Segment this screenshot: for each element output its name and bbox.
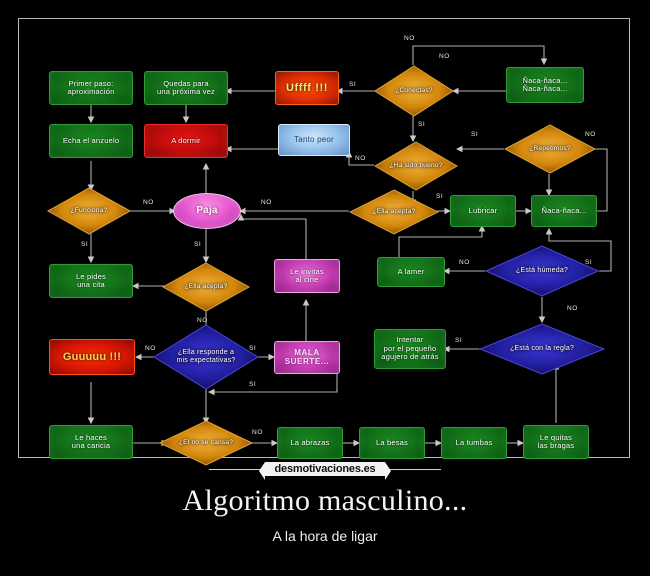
- node-repetimos[interactable]: ¿Repetimos?: [504, 124, 596, 174]
- node-ella-acepta-mid[interactable]: ¿Ella acepta?: [162, 262, 250, 312]
- node-label: ¿Conectas?: [395, 87, 433, 95]
- node-label: ¿El no se cansa?: [178, 439, 234, 447]
- edge-label-paja-no: SI: [194, 241, 202, 248]
- node-conectas[interactable]: ¿Conectas?: [374, 65, 454, 117]
- node-label: La tumbas: [455, 437, 493, 447]
- edge-label-extra-no: NO: [439, 53, 450, 60]
- edge-label-humeda-down-no: NO: [567, 305, 578, 312]
- edge-label-conectas-down-si: SI: [418, 121, 426, 128]
- node-lubricar[interactable]: Lubricar: [450, 195, 516, 227]
- node-label: Uffff !!!: [285, 81, 329, 94]
- node-a-dormir[interactable]: A dormir: [144, 124, 228, 158]
- edge-label-funciona-no: NO: [143, 199, 154, 206]
- node-label: Echa el anzuelo: [62, 135, 120, 145]
- edge-label-ha-sido-bueno-no: NO: [355, 155, 366, 162]
- edge-label-funciona-si: SI: [81, 241, 89, 248]
- node-ella-acepta-top[interactable]: ¿Ella acepta?: [349, 189, 439, 235]
- node-label: ¿Ella acepta?: [372, 208, 416, 216]
- diamond-shape-icon: [479, 323, 605, 375]
- node-label: Primer paso:aproximación: [67, 78, 115, 96]
- node-el-no-se-cansa[interactable]: ¿El no se cansa?: [159, 420, 253, 466]
- node-paja[interactable]: Paja: [173, 193, 241, 229]
- edge-label-humeda-no: NO: [459, 259, 470, 266]
- node-label: Ñaca-ñaca...Ñaca-ñaca...: [522, 75, 568, 93]
- edge-label-expectativas-si: NO: [145, 345, 156, 352]
- page-subtitle: A la hora de ligar: [272, 528, 378, 544]
- node-naca-naca[interactable]: Ñaca-ñaca...: [531, 195, 597, 227]
- watermark-bar: desmotivaciones.es: [0, 458, 650, 480]
- node-primer-paso[interactable]: Primer paso:aproximación: [49, 71, 133, 105]
- node-label: ¿Repetimos?: [529, 145, 571, 153]
- node-label: A lamer: [397, 266, 425, 276]
- edge-label-humeda-si: SI: [585, 259, 593, 266]
- watermark-inner: desmotivaciones.es: [208, 462, 442, 480]
- edge-label-mala-suerte-si: SI: [249, 381, 257, 388]
- node-label: A dormir: [171, 135, 201, 145]
- edge-label-regla-si: SI: [455, 337, 463, 344]
- diamond-shape-icon: [374, 141, 458, 191]
- node-ha-sido-bueno[interactable]: ¿Ha sido bueno?: [374, 141, 458, 191]
- node-echa-anzuelo[interactable]: Echa el anzuelo: [49, 124, 133, 158]
- node-naca-naca-doble[interactable]: Ñaca-ñaca...Ñaca-ñaca...: [506, 67, 584, 103]
- node-label: ¿Ha sido bueno?: [389, 162, 443, 170]
- edge-label-ella-acepta-no: NO: [261, 199, 272, 206]
- node-uffff[interactable]: Uffff !!!: [275, 71, 339, 105]
- node-la-besas[interactable]: La besas: [359, 427, 425, 459]
- page-title: Algoritmo masculino...: [182, 484, 468, 517]
- edge-label-repetimos-si: SI: [471, 131, 479, 138]
- edge-label-ella-acepta-si: SI: [436, 193, 444, 200]
- diamond-shape-icon: [374, 65, 454, 117]
- diamond-shape-icon: [504, 124, 596, 174]
- node-label: ¿Está con la regla?: [509, 345, 575, 353]
- node-label: Ñaca-ñaca...: [541, 205, 587, 215]
- node-esta-humeda[interactable]: ¿Está húmeda?: [485, 245, 599, 297]
- node-guuuuu[interactable]: Guuuuu !!!: [49, 339, 135, 375]
- edge-label-conectas-no: NO: [404, 35, 415, 42]
- node-funciona[interactable]: ¿Funciona?: [47, 187, 131, 235]
- node-label: Tanto peor: [294, 134, 334, 144]
- edge-label-repetimos-no: NO: [585, 131, 596, 138]
- node-la-abrazas[interactable]: La abrazas: [277, 427, 343, 459]
- watermark-rule-right: [385, 468, 442, 470]
- node-label: Lubricar: [468, 205, 498, 215]
- watermark-label: desmotivaciones.es: [258, 462, 392, 480]
- node-a-lamer[interactable]: A lamer: [377, 257, 445, 287]
- node-label: Paja: [196, 205, 218, 217]
- node-label: Guuuuu !!!: [62, 350, 122, 363]
- watermark-rule-left: [208, 468, 265, 470]
- node-tanto-peor[interactable]: Tanto peor: [278, 124, 350, 156]
- node-label: ¿Ella acepta?: [184, 283, 228, 291]
- node-label: La besas: [375, 437, 409, 447]
- diamond-shape-icon: [47, 187, 131, 235]
- node-la-tumbas[interactable]: La tumbas: [441, 427, 507, 459]
- diamond-shape-icon: [159, 420, 253, 466]
- edge-label-no-se-cansa-no: NO: [252, 429, 263, 436]
- node-label: ¿Funciona?: [70, 207, 108, 215]
- node-esta-con-la-regla[interactable]: ¿Está con la regla?: [479, 323, 605, 375]
- node-label: La abrazas: [290, 437, 330, 447]
- node-label: ¿Está húmeda?: [515, 267, 569, 275]
- edge-label-ella-acepta-mid-si: NO: [197, 317, 208, 324]
- edge-label-expectativas-no: SI: [249, 345, 257, 352]
- edge-label-conectas-si: SI: [349, 81, 357, 88]
